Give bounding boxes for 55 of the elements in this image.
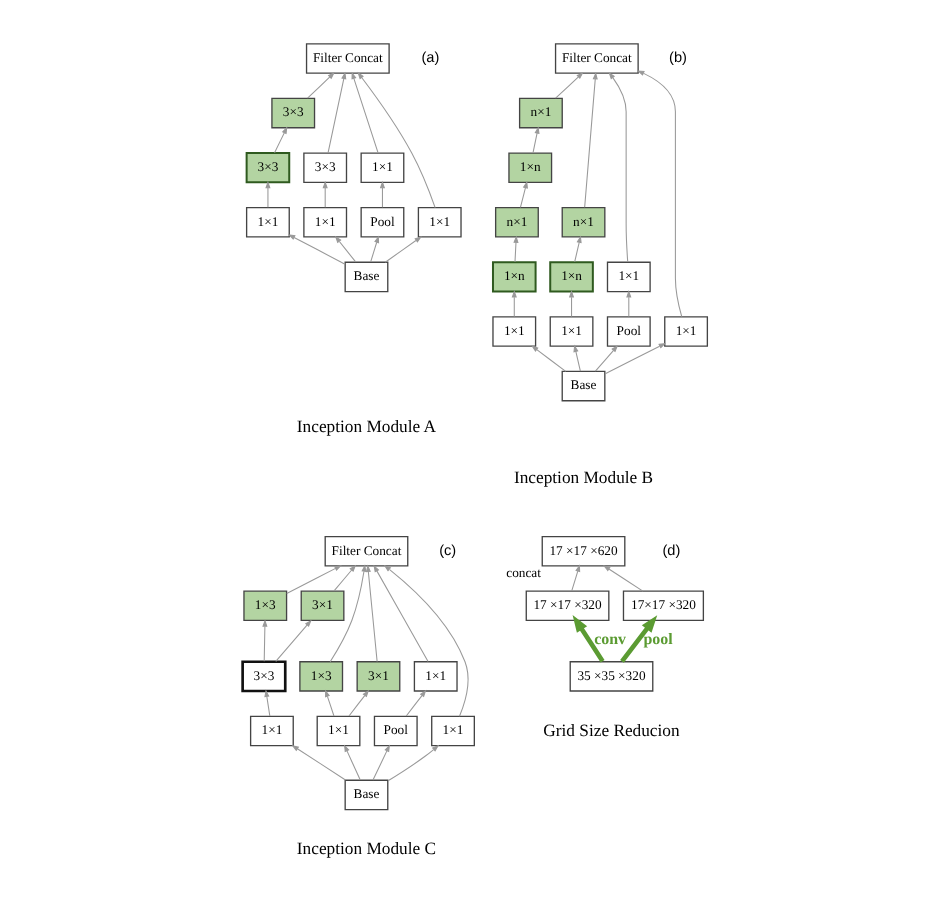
arrow	[356, 71, 435, 209]
arrow	[625, 290, 631, 318]
arrow	[285, 565, 341, 594]
arrow	[567, 290, 574, 318]
label: (a)	[420, 48, 439, 67]
arrow	[372, 564, 428, 662]
label: Inception Module A	[295, 415, 436, 436]
label: Inception Module C	[295, 838, 436, 859]
arrow	[324, 689, 334, 717]
arrow	[607, 71, 628, 263]
label: (d)	[661, 540, 680, 559]
arrow	[572, 344, 580, 372]
arrow	[290, 744, 346, 781]
arrow	[573, 235, 581, 263]
arrow	[619, 615, 657, 663]
label: (c)	[438, 540, 456, 559]
arrow	[530, 345, 566, 372]
arrow	[570, 564, 580, 592]
arrow	[273, 126, 287, 154]
arrow	[382, 564, 468, 717]
arrow	[383, 236, 421, 263]
arrow	[333, 235, 356, 263]
arrow	[635, 70, 682, 318]
arrow	[350, 71, 378, 154]
label: Inception Module B	[512, 466, 653, 487]
arrow	[571, 614, 604, 663]
arrow	[554, 72, 583, 99]
arrow	[378, 180, 385, 208]
arrow	[510, 290, 516, 318]
arrow	[321, 180, 327, 208]
arrow	[328, 564, 366, 663]
arrow	[274, 619, 311, 662]
arrow	[286, 234, 345, 265]
arrow	[518, 180, 527, 208]
label: Grid Size Reducion	[542, 719, 679, 740]
arrow	[386, 744, 439, 782]
arrow	[601, 565, 643, 592]
arrow	[512, 235, 518, 263]
arrow	[603, 342, 666, 375]
arrow	[371, 744, 389, 781]
arrow	[531, 126, 539, 154]
arrow	[261, 619, 267, 662]
arrow	[263, 689, 270, 717]
arrow	[364, 564, 377, 662]
arrow	[347, 689, 369, 717]
arrow	[593, 344, 618, 372]
arrow	[583, 71, 597, 208]
arrow	[369, 235, 379, 263]
label: (b)	[668, 48, 687, 67]
arrow	[332, 564, 356, 592]
arrow	[404, 689, 426, 717]
arrow	[326, 71, 346, 154]
arrow	[306, 72, 334, 99]
arrow	[264, 180, 270, 208]
arrow	[343, 744, 360, 781]
